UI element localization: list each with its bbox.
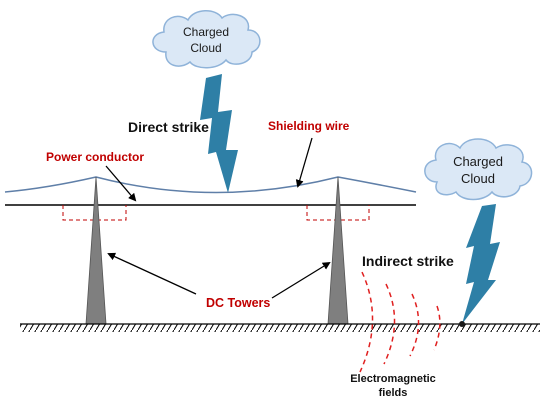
cloud-label-line2: Cloud	[461, 171, 495, 186]
charged-cloud-top: Charged Cloud	[152, 10, 261, 69]
direct-strike-label: Direct strike	[128, 119, 209, 135]
ground	[20, 323, 540, 332]
shielding-wire-label: Shielding wire	[268, 119, 350, 133]
arrow-dc-tower-left	[107, 252, 197, 295]
charged-cloud-right: Charged Cloud	[424, 138, 533, 201]
tower-icon	[85, 176, 107, 325]
em-fields-label-line1: Electromagnetic	[350, 373, 436, 385]
arrow-power-conductor	[105, 165, 137, 202]
cloud-label-line1: Charged	[183, 25, 229, 39]
pointer-arrows	[105, 137, 331, 299]
electromagnetic-field-arcs	[359, 271, 441, 373]
lightning-bolt-icon	[462, 204, 500, 324]
tower-icon	[327, 176, 349, 325]
insulator-box-left	[62, 205, 127, 221]
strike-point	[459, 321, 465, 327]
indirect-strike-label: Indirect strike	[362, 253, 454, 269]
shielding-wire	[4, 176, 417, 194]
em-fields-label-line2: fields	[379, 387, 408, 399]
cloud-icon	[424, 138, 533, 201]
arrow-dc-tower-right	[271, 261, 331, 299]
lightning-bolt-icon	[200, 74, 238, 193]
cloud-label-line2: Cloud	[190, 41, 221, 55]
arrow-shielding-wire	[295, 137, 313, 188]
power-conductor-label: Power conductor	[46, 150, 144, 164]
cloud-label-line1: Charged	[453, 154, 503, 169]
dc-towers-label: DC Towers	[206, 296, 270, 310]
cloud-icon	[152, 10, 261, 69]
